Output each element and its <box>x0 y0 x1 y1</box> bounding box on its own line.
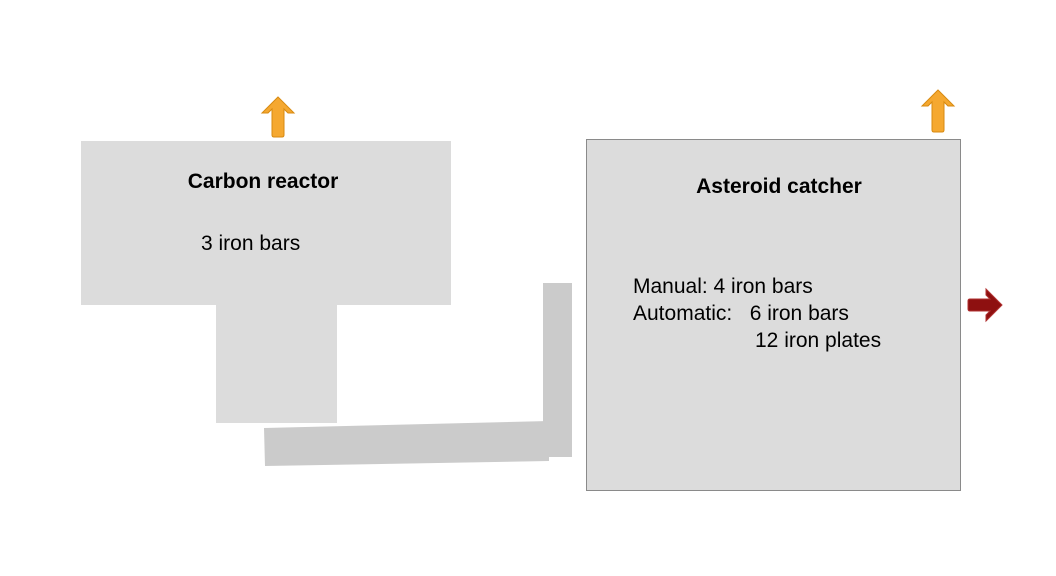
up-arrow-icon <box>920 89 956 133</box>
connector-horizontal <box>264 421 549 466</box>
carbon-reactor-stem <box>216 305 337 423</box>
asteroid-catcher-title: Asteroid catcher <box>696 175 862 198</box>
carbon-reactor-title: Carbon reactor <box>187 170 339 193</box>
carbon-reactor-box <box>81 141 451 305</box>
asteroid-catcher-automatic: Automatic: 6 iron bars <box>633 302 849 325</box>
asteroid-catcher-manual: Manual: 4 iron bars <box>633 275 813 298</box>
carbon-reactor-output: 3 iron bars <box>201 232 301 255</box>
asteroid-catcher-box <box>586 139 961 491</box>
right-arrow-icon <box>967 287 1003 323</box>
asteroid-catcher-automatic-extra: 12 iron plates <box>755 329 882 352</box>
up-arrow-icon <box>260 96 296 138</box>
